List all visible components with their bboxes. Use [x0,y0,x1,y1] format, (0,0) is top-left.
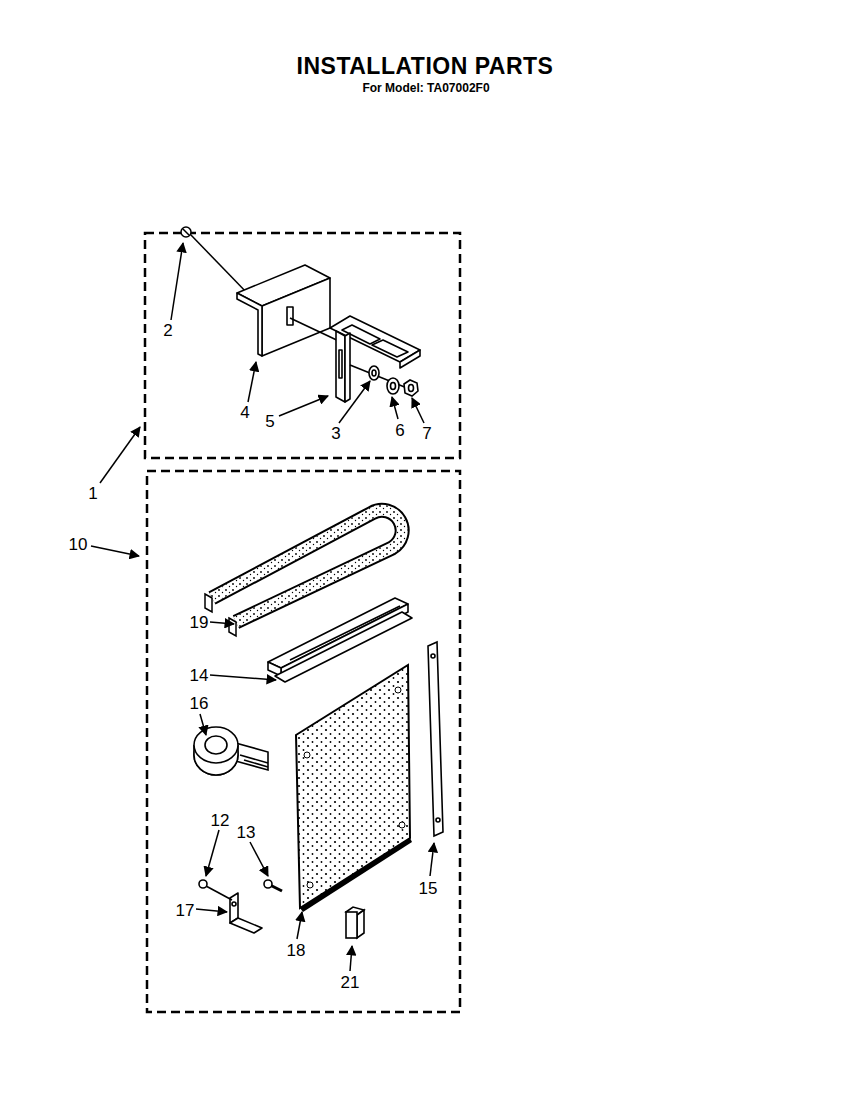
callout-number: 15 [418,880,439,897]
kit-outline [145,233,460,458]
foam-block [346,907,364,938]
callout-number: 21 [340,974,361,991]
callout-number: 1 [87,485,98,502]
leader-lines [91,243,434,971]
model-label: For Model: TA07002F0 [362,82,489,94]
callout-number: 16 [189,695,210,712]
kit-outline [147,471,460,1012]
callout-number: 12 [210,812,231,829]
hardware [350,365,418,396]
filler-panel [296,665,412,912]
page-title: INSTALLATION PARTS [297,55,554,78]
screw [181,227,250,296]
callout-number: 19 [189,614,210,631]
bracket [237,265,343,356]
sill-channel [268,598,412,682]
callout-number: 13 [236,824,257,841]
callout-number: 17 [175,902,196,919]
support-bracket [330,316,420,402]
callout-number: 4 [239,404,250,421]
callout-number: 18 [286,942,307,959]
callout-number: 6 [394,422,405,439]
callout-number: 14 [189,667,210,684]
callout-number: 10 [68,536,89,553]
callout-number: 7 [421,425,432,442]
callout-number: 5 [264,413,275,430]
callout-number: 3 [330,425,341,442]
callout-number: 2 [162,322,173,339]
side-strip [428,642,443,836]
sill-bracket [199,880,282,933]
